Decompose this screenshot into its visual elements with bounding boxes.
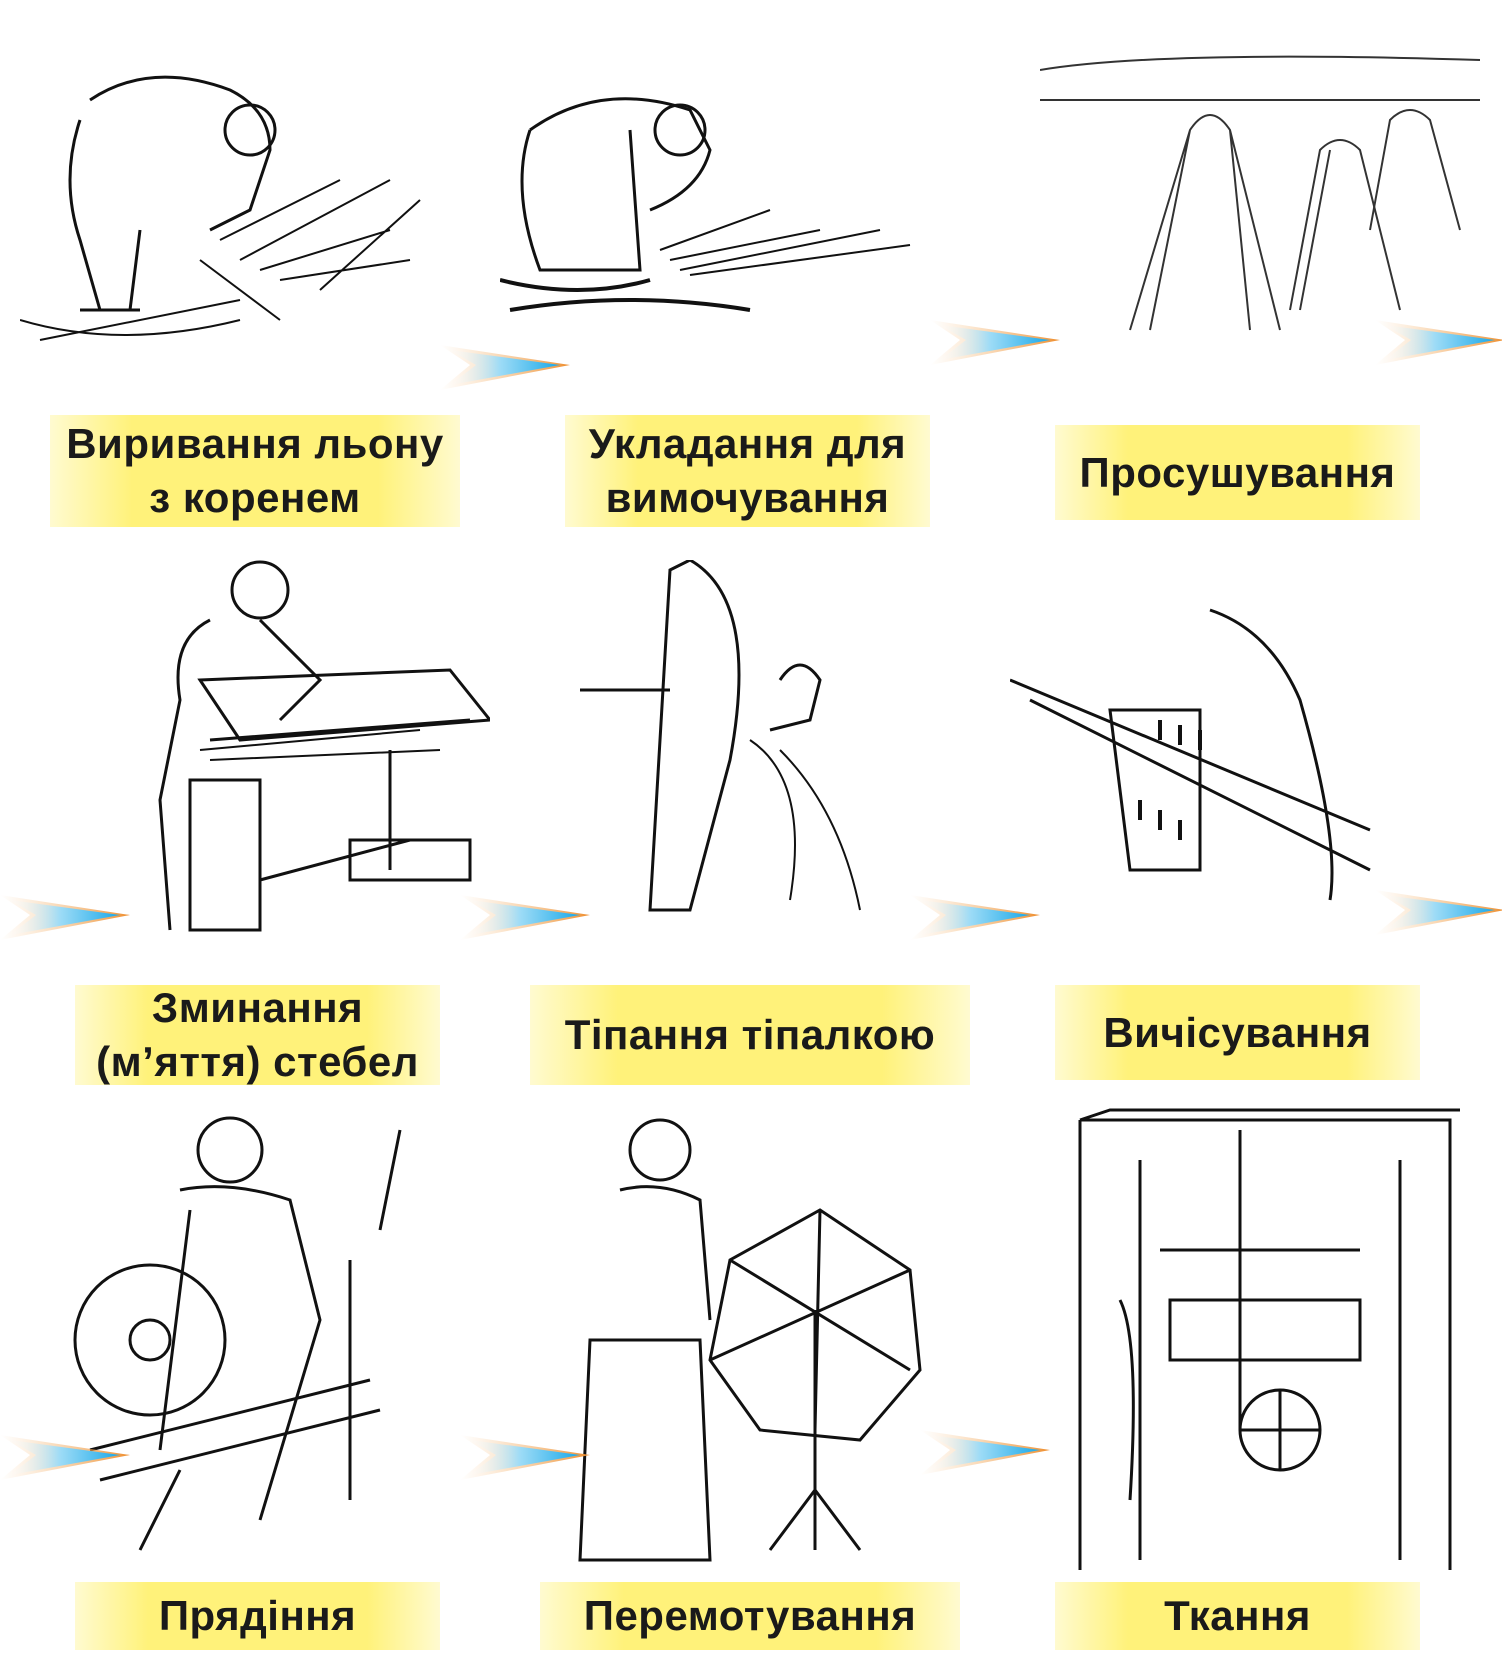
step-label-line: Зминання xyxy=(151,984,364,1031)
illustration-combing xyxy=(1009,600,1390,920)
step-label-text: Ткання xyxy=(1164,1592,1311,1639)
step-label-line: (м’яття) стебел xyxy=(96,1038,419,1085)
step-label-line: Укладання для xyxy=(588,420,907,467)
illustration-reel xyxy=(570,1110,950,1580)
step-label-scutching: Тіпання тіпалкою xyxy=(530,985,970,1085)
arrow-icon xyxy=(1375,890,1502,935)
arrow-icon xyxy=(930,320,1060,365)
illustration-flax-brake xyxy=(90,550,493,950)
step-label-line: з коренем xyxy=(149,474,361,521)
step-label-text: Перемотування xyxy=(583,1592,917,1639)
arrow-icon xyxy=(460,1435,590,1480)
arrow-icon xyxy=(460,895,590,940)
arrow-icon xyxy=(440,345,570,390)
step-label-pulling: Виривання льону з коренем xyxy=(50,415,460,527)
illustration-loom xyxy=(1060,1100,1460,1580)
step-label-line: Виривання льону xyxy=(66,420,444,467)
step-label-breaking: Зминання (м’яття) стебел xyxy=(75,984,440,1085)
step-label-drying: Просушування xyxy=(1055,425,1420,520)
illustration-pulling-flax xyxy=(19,60,460,360)
step-label-rewinding: Перемотування xyxy=(540,1582,960,1650)
illustration-spinning-wheel xyxy=(60,1110,440,1570)
arrow-icon xyxy=(0,895,130,940)
step-label-weaving: Ткання xyxy=(1055,1582,1420,1650)
step-label-text: Просушування xyxy=(1079,448,1396,496)
step-label-laying: Укладання для вимочування xyxy=(565,415,930,527)
arrow-icon xyxy=(910,895,1040,940)
illustration-scutching xyxy=(580,558,910,940)
arrow-icon xyxy=(920,1430,1050,1475)
arrow-icon xyxy=(0,1435,130,1480)
step-label-text: Прядіння xyxy=(158,1592,357,1639)
illustration-drying-sheaves xyxy=(1039,30,1481,340)
step-label-combing: Вичісування xyxy=(1055,985,1420,1080)
illustration-laying-for-retting xyxy=(499,70,960,340)
step-label-text: Тіпання тіпалкою xyxy=(564,1011,936,1058)
step-label-line: вимочування xyxy=(605,474,890,521)
arrow-icon xyxy=(1375,320,1502,365)
step-label-text: Вичісування xyxy=(1103,1008,1372,1056)
step-label-spinning: Прядіння xyxy=(75,1582,440,1650)
